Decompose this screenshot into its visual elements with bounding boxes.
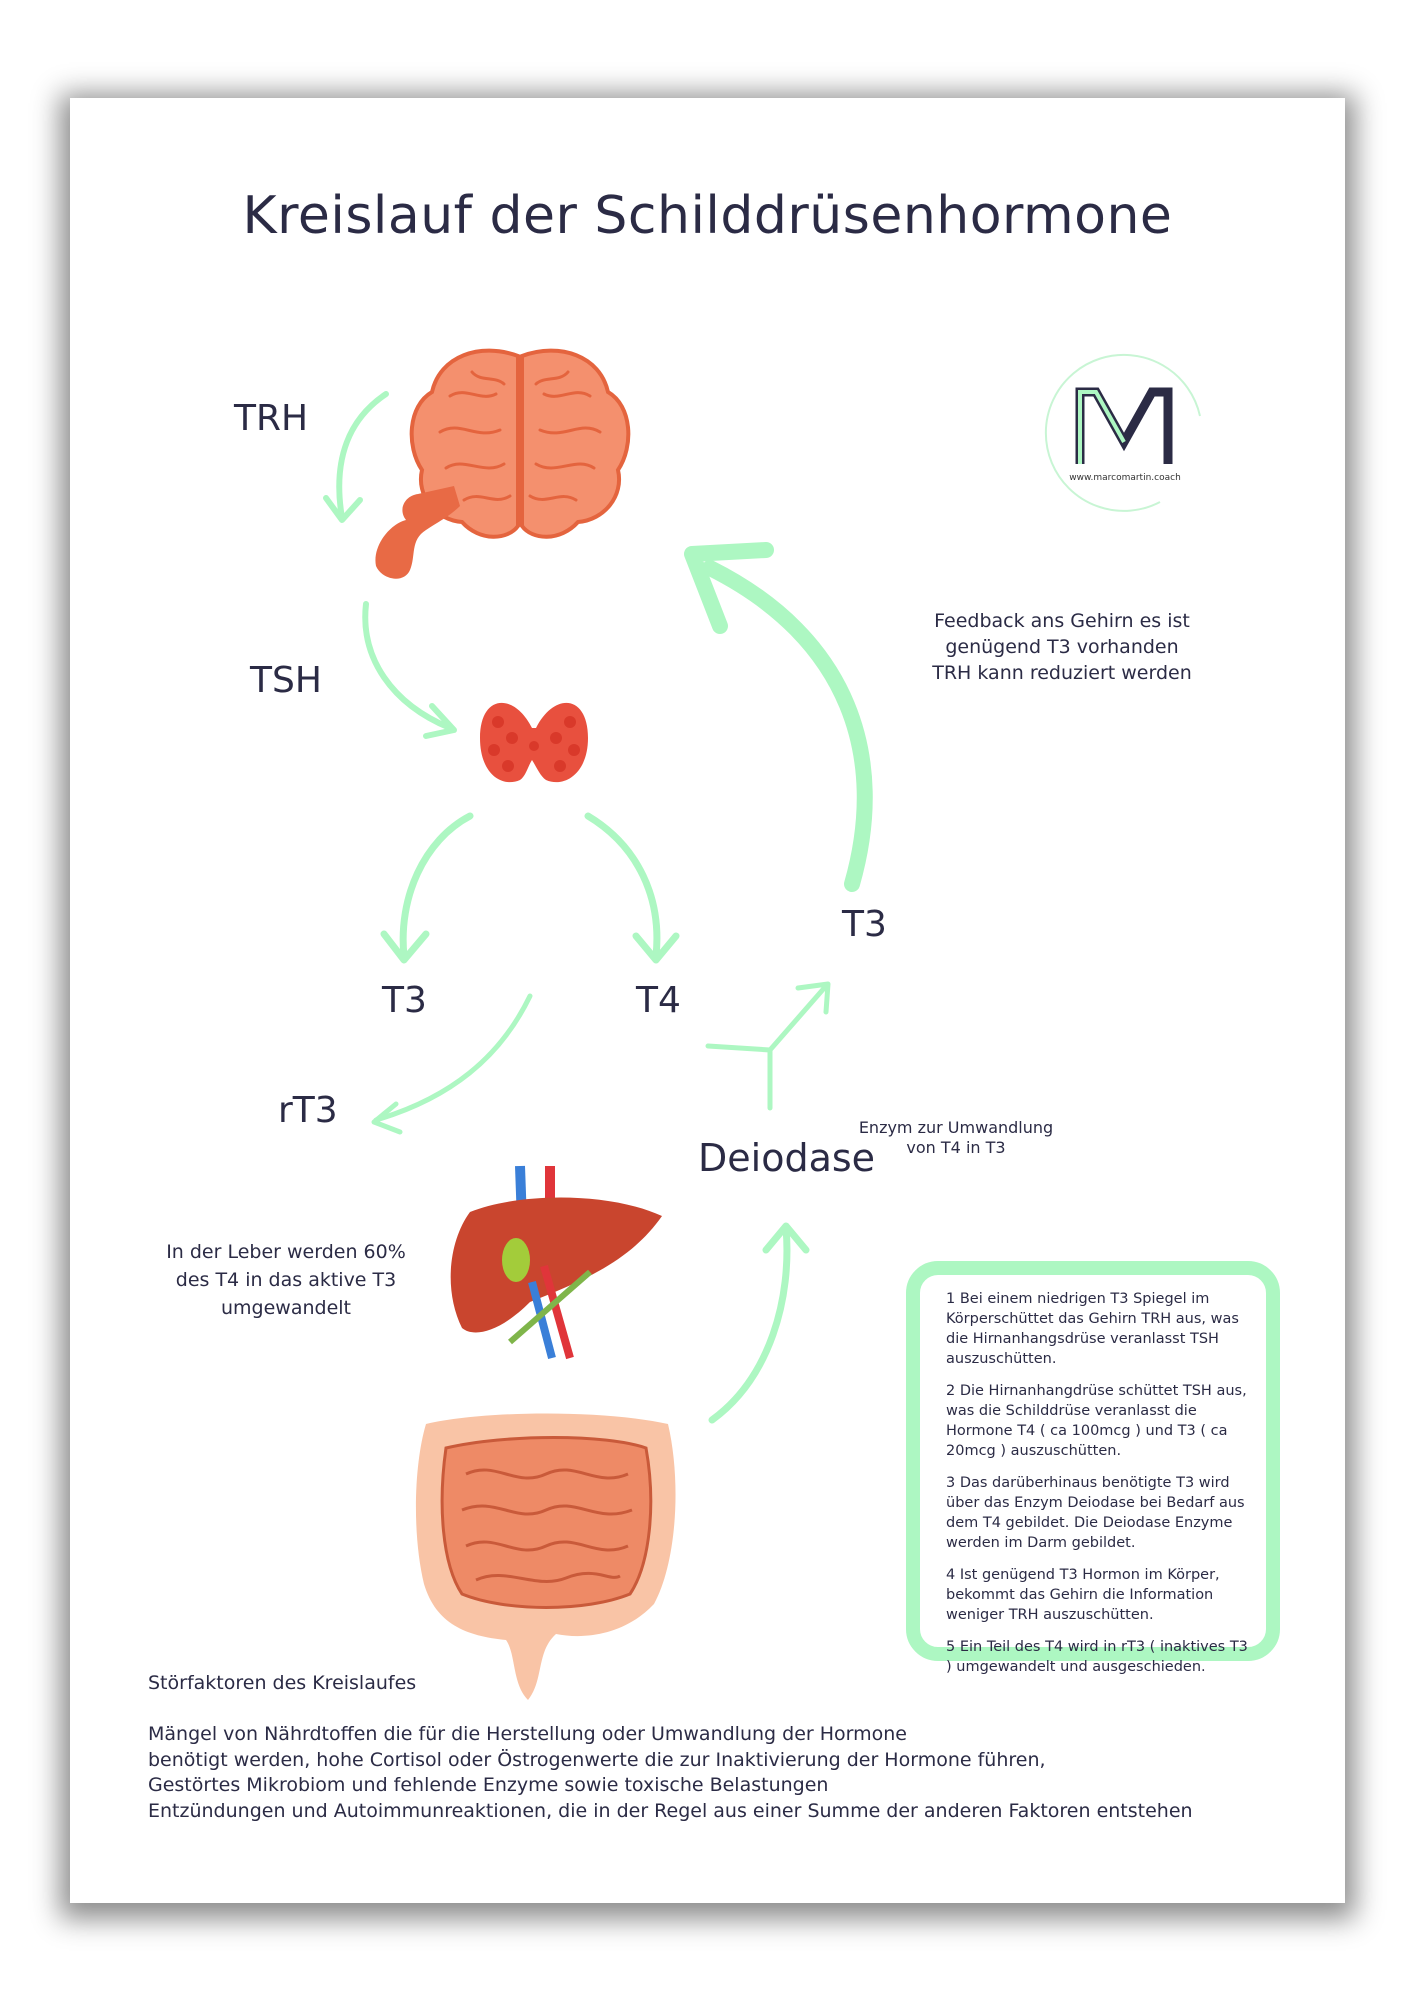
arrow-trh: [336, 391, 389, 521]
poster: Kreislauf der Schilddrüsenhormone: [70, 98, 1345, 1903]
label-deiodase: Deiodase: [698, 1136, 876, 1180]
arrow-gut-deiodase: [708, 1224, 791, 1424]
intestine-illustration: [415, 1413, 676, 1700]
arrow-tsh-head: [423, 703, 457, 739]
info-step-4: 4 Ist genügend T3 Hormon im Körper, beko…: [946, 1567, 1220, 1623]
liver-note: In der Leber werden 60% des T4 in das ak…: [166, 1241, 406, 1319]
label-t3-right: T3: [842, 904, 887, 945]
arrow-split-up: [767, 983, 829, 1053]
info-step-5: 5 Ein Teil des T4 wird in rT3 ( inaktive…: [946, 1639, 1248, 1675]
stoerfaktoren-title: Störfaktoren des Kreislaufes: [148, 1672, 417, 1694]
info-step-3: 3 Das darüberhinaus benötigte T3 wird üb…: [946, 1475, 1245, 1551]
label-trh: TRH: [234, 398, 309, 439]
label-tsh: TSH: [250, 660, 322, 701]
arrow-thyroid-t4: [584, 812, 661, 960]
pituitary-illustration: [375, 486, 460, 579]
arrow-thyroid-t3-head: [380, 930, 430, 964]
logo-url: www.marcomartin.coach: [1069, 473, 1181, 483]
info-step-2: 2 Die Hirnanhangdrüse schüttet TSH aus, …: [946, 1383, 1247, 1459]
arrow-thyroid-t3: [399, 812, 474, 960]
cycle-arrows: [323, 391, 873, 1424]
brand-logo: www.marcomartin.coach: [1044, 353, 1201, 512]
arrow-split-left: [705, 1043, 773, 1053]
arrow-trh-head: [323, 495, 363, 523]
arrow-rt3: [373, 993, 533, 1123]
arrow-rt3-head: [371, 1101, 403, 1135]
liver-illustration: [450, 1165, 662, 1360]
arrow-feedback-head: [684, 542, 774, 634]
thyroid-illustration: [480, 702, 588, 783]
label-rt3: rT3: [278, 1090, 338, 1131]
info-step-1: 1 Bei einem niedrigen T3 Spiegel im Körp…: [946, 1291, 1239, 1367]
arrow-thyroid-t4-head: [632, 932, 680, 964]
info-box: 1 Bei einem niedrigen T3 Spiegel im Körp…: [906, 1261, 1280, 1675]
brain-illustration: [409, 348, 631, 539]
label-t4: T4: [636, 980, 681, 1021]
page-title: Kreislauf der Schilddrüsenhormone: [242, 186, 1173, 246]
arrow-split-head: [795, 981, 831, 1015]
stoerfaktoren-text: Mängel von Nährdtoffen die für die Herst…: [148, 1723, 1193, 1822]
label-t3-left: T3: [382, 980, 427, 1021]
arrow-feedback: [702, 560, 873, 892]
arrow-tsh: [362, 601, 453, 731]
enzyme-note: Enzym zur Umwandlung von T4 in T3: [858, 1118, 1054, 1157]
arrow-gut-deiodase-head: [762, 1222, 810, 1254]
feedback-note: Feedback ans Gehirn es ist genügend T3 v…: [932, 610, 1192, 684]
